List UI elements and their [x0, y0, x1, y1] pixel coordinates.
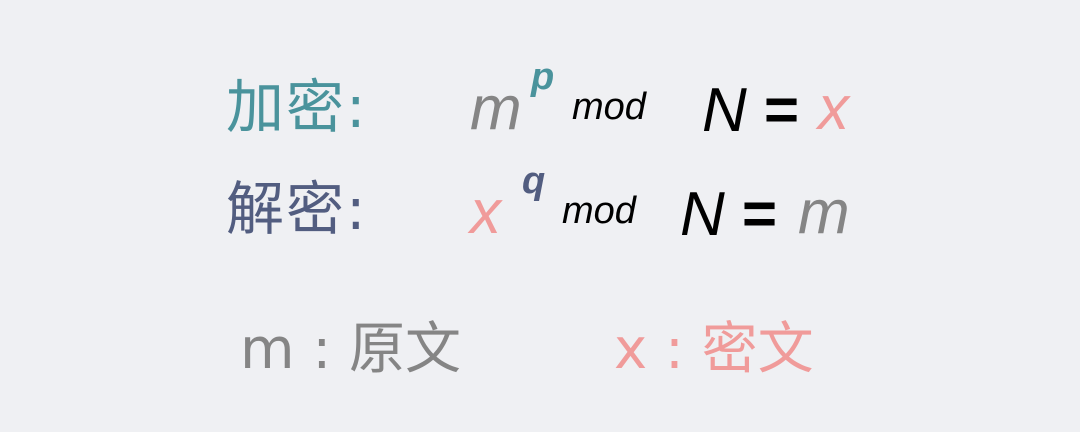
encrypt-exponent: p	[531, 56, 555, 98]
decrypt-mod: mod	[562, 190, 636, 232]
encrypt-result: x	[818, 74, 849, 143]
decrypt-result: m	[798, 178, 850, 247]
encrypt-equals: =	[764, 76, 800, 143]
encrypt-modulus: N	[702, 76, 747, 145]
decrypt-modulus: N	[680, 180, 725, 249]
legend-ciphertext: x : 密文	[614, 317, 814, 382]
encrypt-mod: mod	[572, 86, 646, 128]
encrypt-base: m	[470, 74, 522, 143]
decrypt-base: x	[470, 178, 501, 247]
encrypt-label: 加密:	[226, 73, 368, 141]
decrypt-exponent: q	[522, 160, 546, 202]
decrypt-label: 解密:	[226, 175, 368, 243]
decrypt-equals: =	[742, 180, 778, 247]
legend-plaintext: m : 原文	[240, 317, 462, 382]
